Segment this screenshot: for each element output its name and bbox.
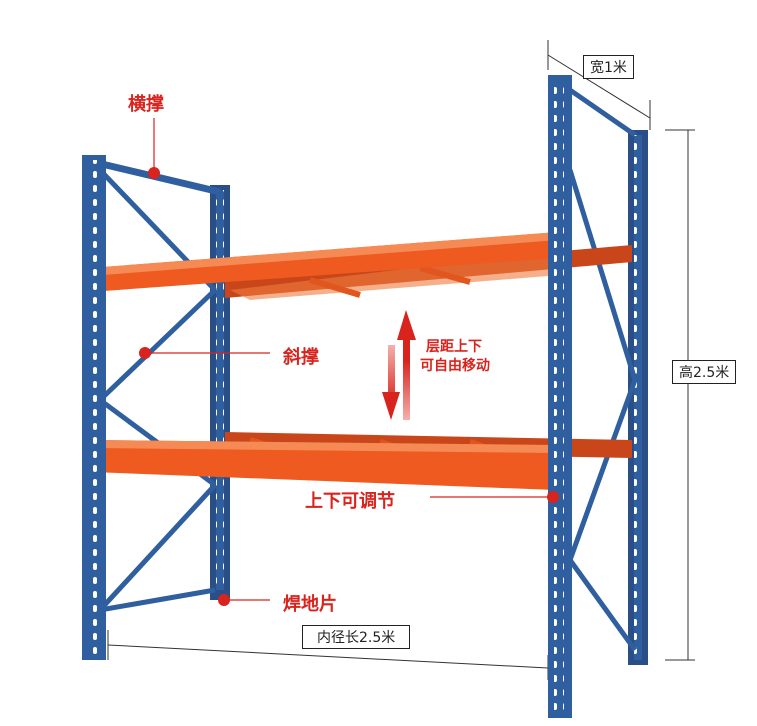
dimension-lines [107,40,695,680]
label-foot-plate: 焊地片 [283,594,337,615]
layer-move-line2: 可自由移动 [420,358,490,374]
upper-beam-level [90,232,632,300]
dimension-length: 内径长2.5米 [302,625,411,649]
callout-lines [145,118,553,601]
label-adjustable: 上下可调节 [305,491,395,512]
label-layer-move: 层距上下 可自由移动 [420,338,490,376]
callout-dots [139,167,559,606]
label-cross-brace: 横撑 [128,94,164,115]
layer-move-line1: 层距上下 [426,339,482,355]
move-arrows-icon [382,310,416,420]
label-diagonal-brace: 斜撑 [283,347,319,368]
dimension-width: 宽1米 [583,55,634,79]
right-frame-braces [567,87,638,652]
lower-beam-level [92,432,632,490]
dimension-height: 高2.5米 [672,360,737,384]
